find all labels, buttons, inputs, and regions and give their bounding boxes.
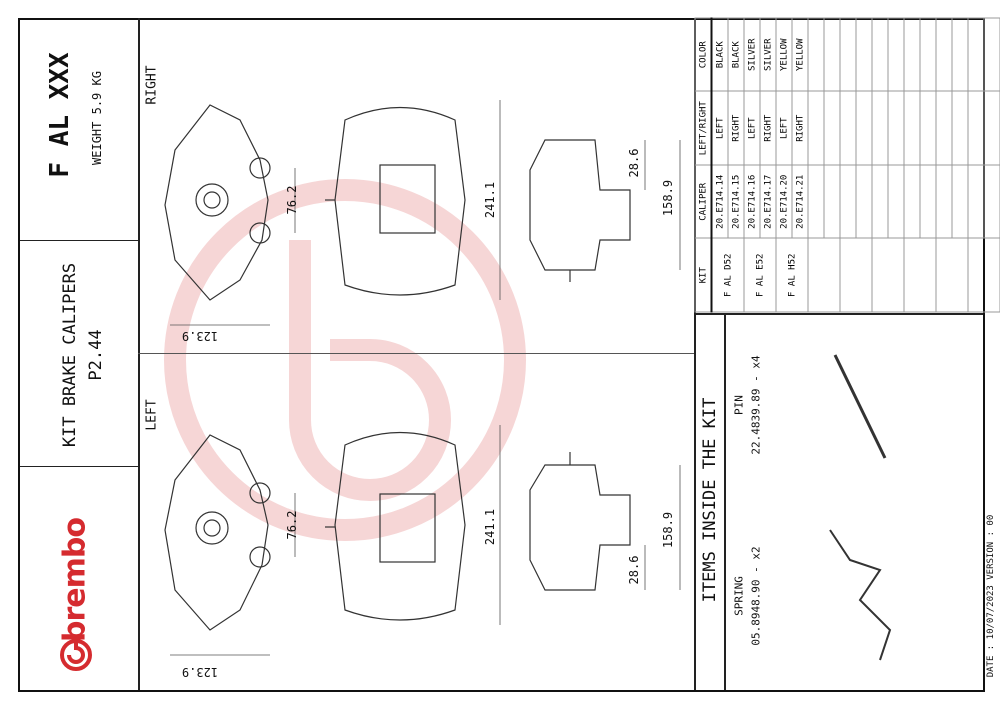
dimension-lines [170, 100, 681, 656]
date-version: DATE : 10/07/2023 VERSION : 00 [986, 514, 996, 678]
dim-side-small: 28.6 [627, 148, 641, 178]
header-color: COLOR [695, 18, 712, 92]
pin-name: PIN [732, 395, 746, 415]
items-heading: ITEMS INSIDE THE KIT [700, 397, 720, 603]
header-side: LEFT/RIGHT [695, 91, 712, 165]
dim-mount-spacing: 76.2 [285, 185, 299, 215]
dim-height: 241.1 [483, 508, 497, 546]
divider [724, 313, 726, 690]
caliper-top-view-right [325, 107, 466, 296]
dim-side-small: 28.6 [627, 555, 641, 585]
empty-row [904, 18, 936, 312]
brembo-logo: brembo [55, 518, 115, 680]
spring-name: SPRING [732, 576, 746, 616]
divider [694, 18, 696, 690]
divider [695, 313, 983, 315]
drawing-frame [18, 18, 985, 692]
spring-drawing [829, 529, 892, 661]
empty-row [936, 18, 968, 312]
brembo-logo-icon [60, 639, 92, 671]
caliper-front-view-left [164, 434, 271, 631]
dim-mount-spacing: 76.2 [285, 510, 299, 540]
caliper-side-view-right [529, 139, 631, 282]
spring-code: 05.8948.90 - x2 [749, 546, 763, 646]
pin-drawing [833, 354, 887, 459]
caliper-front-view-right [164, 104, 271, 301]
dim-side-total: 158.9 [661, 179, 675, 217]
header-caliper: CALIPER [695, 165, 712, 239]
header-kit: KIT [695, 238, 712, 312]
divider [20, 240, 138, 241]
caliper-top-view-left [325, 432, 466, 621]
divider [138, 353, 695, 354]
caliper-side-view-left [529, 452, 631, 591]
dim-width: 123.9 [181, 329, 219, 343]
dim-side-total: 158.9 [661, 511, 675, 549]
pin-code: 22.4839.89 - x4 [749, 355, 763, 455]
dim-width: 123.9 [181, 665, 219, 679]
dim-height: 241.1 [483, 181, 497, 219]
empty-row [840, 18, 872, 312]
empty-row [808, 18, 840, 312]
empty-row [968, 18, 1000, 312]
divider [138, 18, 140, 690]
empty-row [872, 18, 904, 312]
divider [20, 466, 138, 467]
